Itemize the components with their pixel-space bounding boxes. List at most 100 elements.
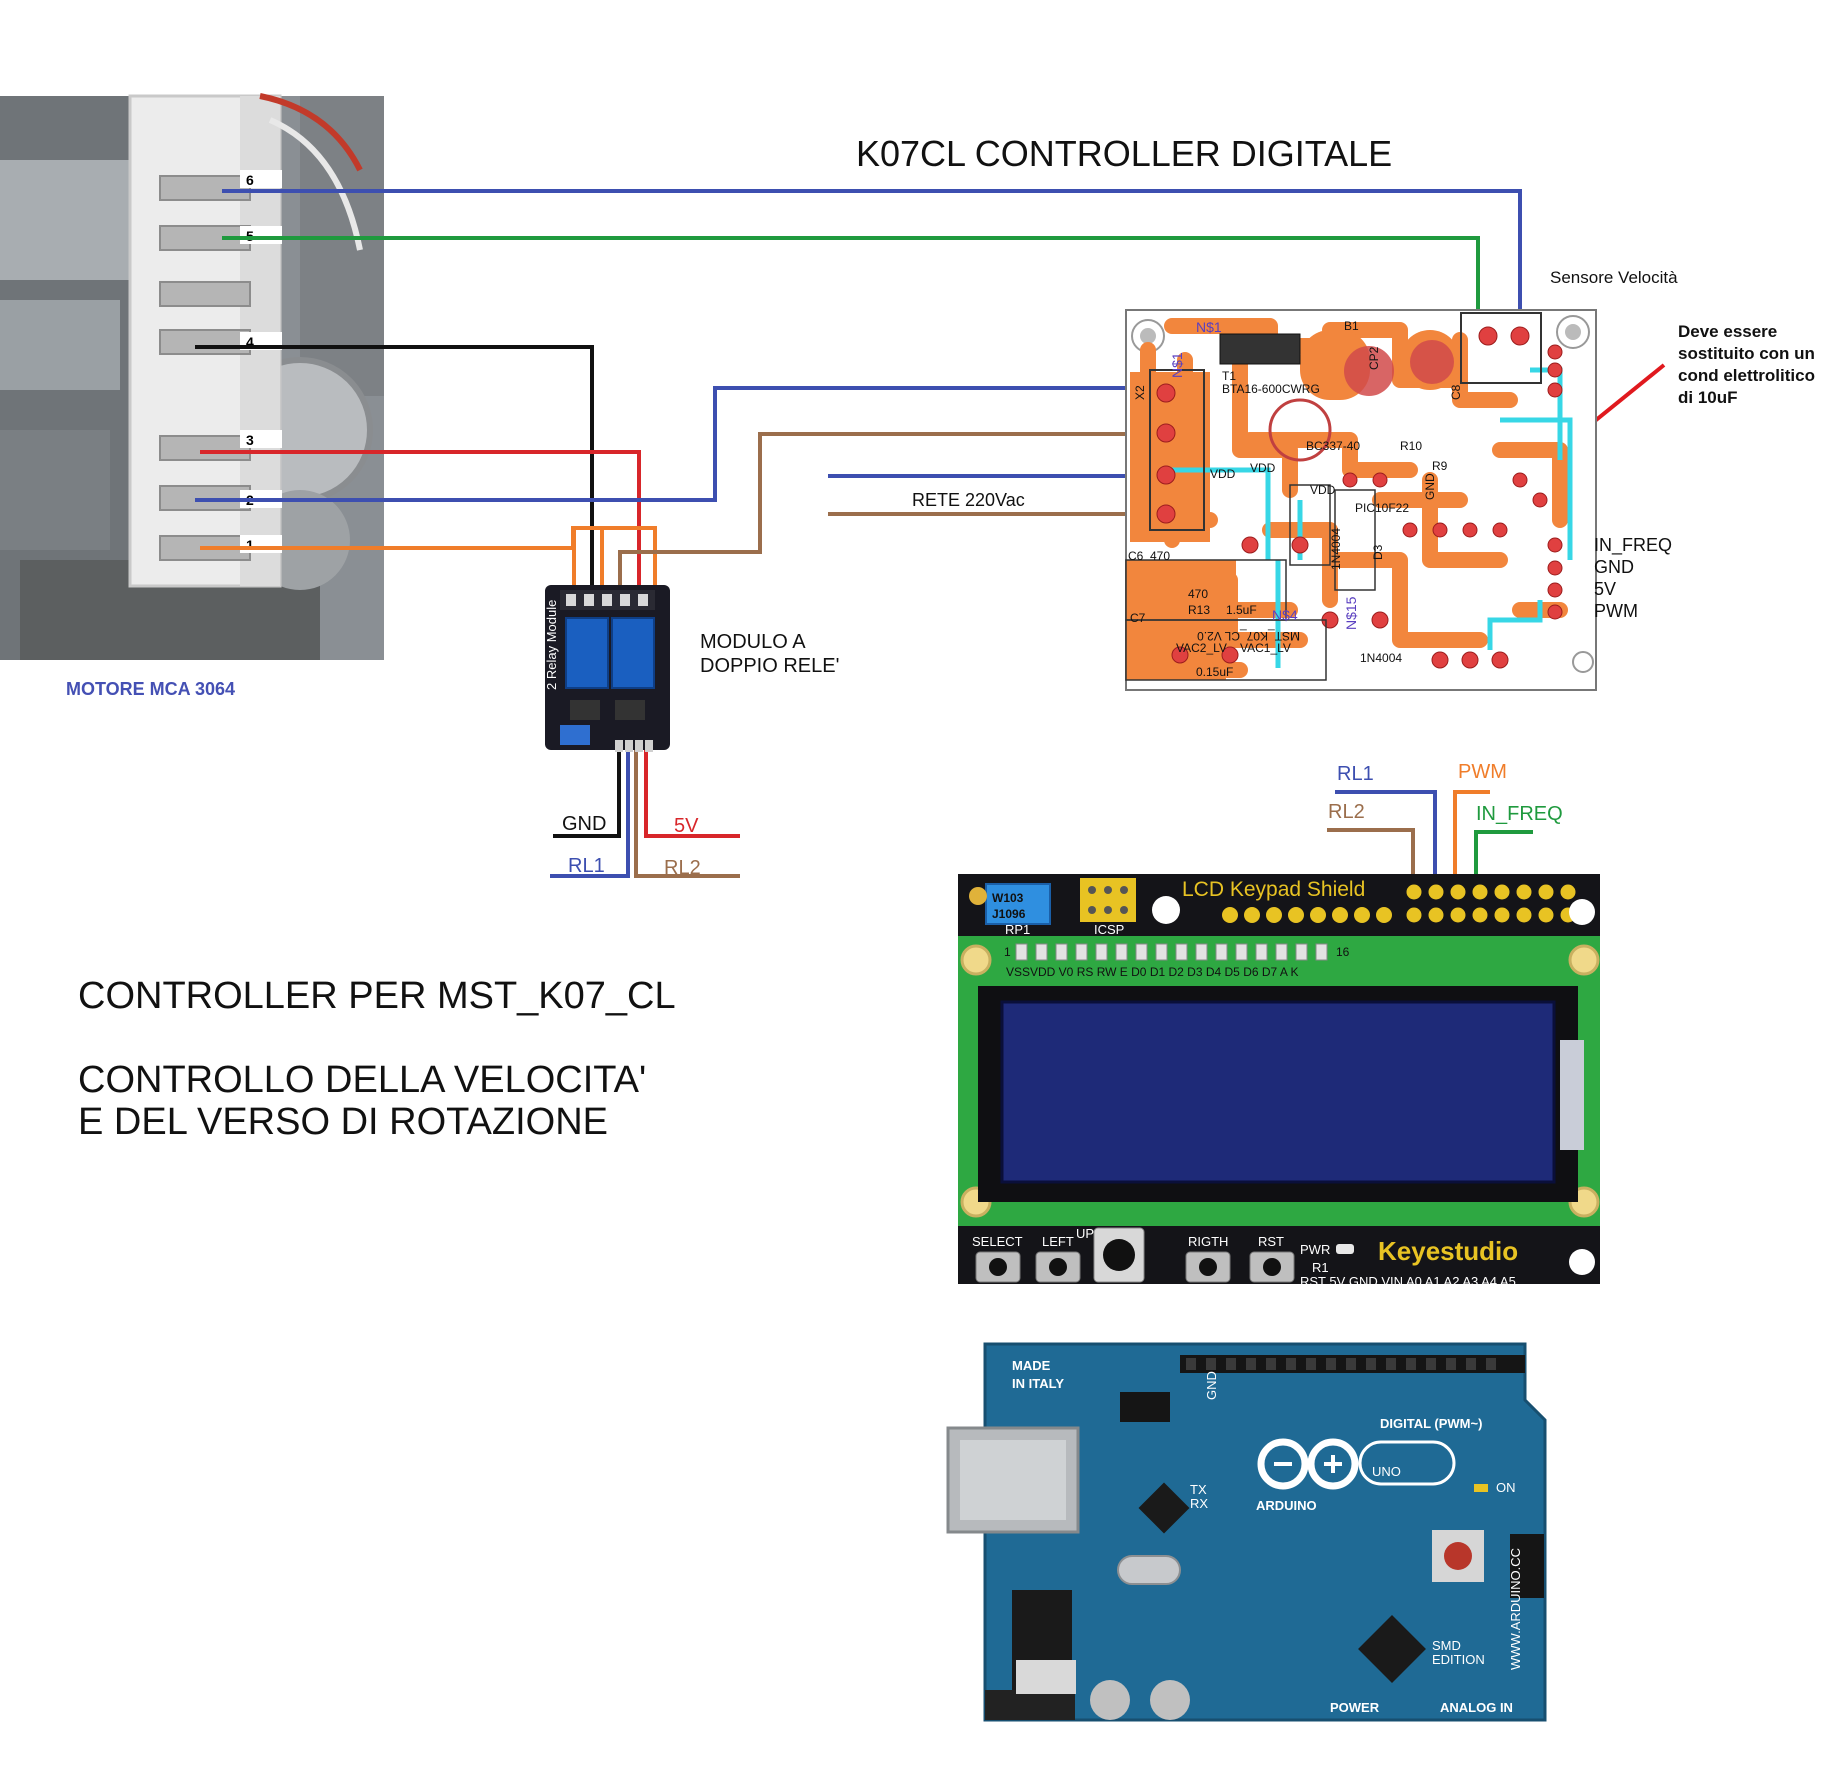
lcd-pin-last: 16: [1336, 945, 1350, 959]
pcb-board: N$1 N$1 X2 T1 BTA16-600CWRG B1 CP2 C8 BC…: [1125, 309, 1672, 691]
arduino-rx-label: RX: [1190, 1496, 1208, 1511]
relay-module-label-1: MODULO A: [700, 631, 806, 653]
wire-relay-rl1: [550, 750, 630, 878]
wire-motor6-sensor: [222, 189, 1522, 332]
pcb-label-pwm: PWM: [1594, 601, 1638, 621]
arduino-on-label: ON: [1496, 1480, 1516, 1495]
svg-text:CP2: CP2: [1367, 346, 1381, 370]
wire-relay-brown-pcb: [618, 432, 1125, 585]
relay-wire-gnd-label: GND: [562, 813, 606, 835]
pcb-label-gnd: GND: [1594, 557, 1634, 577]
svg-text:BC337-40: BC337-40: [1306, 439, 1360, 453]
svg-text:N$1: N$1: [1169, 352, 1185, 378]
arduino-smd-label-2: EDITION: [1432, 1652, 1485, 1667]
svg-text:N$1: N$1: [1196, 319, 1222, 335]
svg-text:R10: R10: [1400, 439, 1422, 453]
lcd-brand: Keyestudio: [1378, 1236, 1518, 1266]
svg-text:C7: C7: [1130, 611, 1146, 625]
wire-arduino-rl1: [1335, 790, 1437, 892]
svg-text:1N4004: 1N4004: [1329, 528, 1343, 570]
motor-pin-1: 1: [246, 537, 254, 553]
lcd-pot-ref: RP1: [1005, 922, 1030, 937]
motor-caption: MOTORE MCA 3064: [66, 679, 235, 699]
wire-motor5-sensor: [222, 236, 1480, 332]
arduino-pin-pwm-label: PWM: [1458, 761, 1507, 783]
lcd-icsp-label: ICSP: [1094, 922, 1124, 937]
rete-label: RETE 220Vac: [912, 490, 1025, 510]
svg-text:C6: C6: [1128, 549, 1144, 563]
caption-line-3: E DEL VERSO DI ROTAZIONE: [78, 1101, 608, 1143]
wire-arduino-rl2: [1327, 828, 1415, 892]
arduino-logo: [1257, 1438, 1359, 1490]
lcd-btn-rst-label: RST: [1258, 1234, 1284, 1249]
arduino-made-in-2: IN ITALY: [1012, 1376, 1064, 1391]
pcb-connector-labels: IN_FREQ GND 5V PWM: [1594, 535, 1672, 621]
lcd-shield-title: LCD Keypad Shield: [1182, 878, 1365, 901]
relay-module: 2 Relay Module: [544, 585, 670, 752]
wire-relay-orange: [572, 526, 657, 585]
svg-text:VDD: VDD: [1210, 467, 1236, 481]
svg-text:C8: C8: [1449, 384, 1463, 400]
lcd-pot-code: J1096: [992, 907, 1026, 921]
lcd-pin-labels: VSSVDD V0 RS RW E D0 D1 D2 D3 D4 D5 D6 D…: [1006, 965, 1299, 979]
svg-text:D3: D3: [1371, 544, 1385, 560]
lcd-btn-select-label: SELECT: [972, 1234, 1023, 1249]
caption-line-2: CONTROLLO DELLA VELOCITA': [78, 1059, 646, 1101]
svg-text:PIC10F22: PIC10F22: [1355, 501, 1409, 515]
capacitor-note: Deve essere sostituito con un cond elett…: [1473, 322, 1815, 520]
relay-silk-text: 2 Relay Module: [544, 600, 559, 690]
wire-relay-gnd: [553, 750, 621, 838]
wire-motor2-pcb: [195, 386, 1125, 502]
svg-text:1.5uF: 1.5uF: [1226, 603, 1257, 617]
svg-text:1N4004: 1N4004: [1360, 651, 1402, 665]
lcd-pot-label: W103: [992, 891, 1024, 905]
arduino-made-in-1: MADE: [1012, 1358, 1051, 1373]
motor-pin-4: 4: [246, 334, 254, 350]
arduino-analog-label: ANALOG IN: [1440, 1700, 1513, 1715]
arduino-brand: ARDUINO: [1256, 1498, 1317, 1513]
pcb-label-in-freq: IN_FREQ: [1594, 535, 1672, 556]
svg-text:VAC2_LV: VAC2_LV: [1176, 641, 1227, 655]
speed-sensor-label: Sensore Velocità: [1550, 268, 1678, 287]
lcd-btn-right-label: RIGTH: [1188, 1234, 1228, 1249]
arduino-pin-rl1-label: RL1: [1337, 763, 1374, 785]
motor-pin-3: 3: [246, 432, 254, 448]
lcd-pin-first: 1: [1004, 945, 1011, 959]
motor-photo: 6 5 4 3 2 1: [0, 93, 384, 660]
arduino-gnd-label: GND: [1204, 1371, 1219, 1400]
lcd-bottom-pins: RST 5V GND VIN A0 A1 A2 A3 A4 A5: [1300, 1274, 1516, 1289]
arduino-pin-in-freq-label: IN_FREQ: [1476, 803, 1563, 825]
svg-text:T1: T1: [1222, 369, 1236, 383]
relay-wire-rl2-label: RL2: [664, 857, 701, 879]
svg-text:N$15: N$15: [1343, 596, 1359, 630]
svg-text:X2: X2: [1133, 385, 1147, 400]
relay-module-label-2: DOPPIO RELE': [700, 655, 839, 677]
svg-text:470: 470: [1150, 549, 1170, 563]
svg-text:MST_K07_CL V2.0: MST_K07_CL V2.0: [1197, 629, 1300, 643]
wire-relay-5v: [644, 750, 740, 838]
relay-wire-rl1-label: RL1: [568, 855, 605, 877]
svg-text:VDD: VDD: [1250, 461, 1276, 475]
svg-text:R9: R9: [1432, 459, 1448, 473]
arduino-smd-label-1: SMD: [1432, 1638, 1461, 1653]
arduino-digital-label: DIGITAL (PWM~): [1380, 1416, 1482, 1431]
wire-motor3-relay: [200, 450, 641, 585]
pcb-silkscreen: N$1 N$1 X2 T1 BTA16-600CWRG B1 CP2 C8 BC…: [1128, 319, 1463, 679]
wire-relay-rl2: [634, 750, 740, 878]
arduino-pin-rl2-label: RL2: [1328, 801, 1365, 823]
svg-text:BTA16-600CWRG: BTA16-600CWRG: [1222, 382, 1320, 396]
arduino-uno: MADE IN ITALY GND DIGITAL (PWM~) UNO ARD…: [946, 1342, 1547, 1722]
lcd-btn-up-label: UP: [1076, 1226, 1094, 1241]
arduino-tx-label: TX: [1190, 1482, 1207, 1497]
motor-pin-6: 6: [246, 172, 254, 188]
svg-text:sostituito con un: sostituito con un: [1678, 344, 1815, 363]
pcb-label-5v: 5V: [1594, 579, 1616, 599]
svg-text:cond elettrolitico: cond elettrolitico: [1678, 366, 1815, 385]
svg-text:VDD: VDD: [1310, 483, 1336, 497]
svg-text:GND: GND: [1423, 473, 1437, 500]
wire-arduino-infreq: [1474, 830, 1533, 892]
svg-text:R13: R13: [1188, 603, 1210, 617]
arduino-power-label: POWER: [1330, 1700, 1380, 1715]
wires: [195, 189, 1533, 892]
